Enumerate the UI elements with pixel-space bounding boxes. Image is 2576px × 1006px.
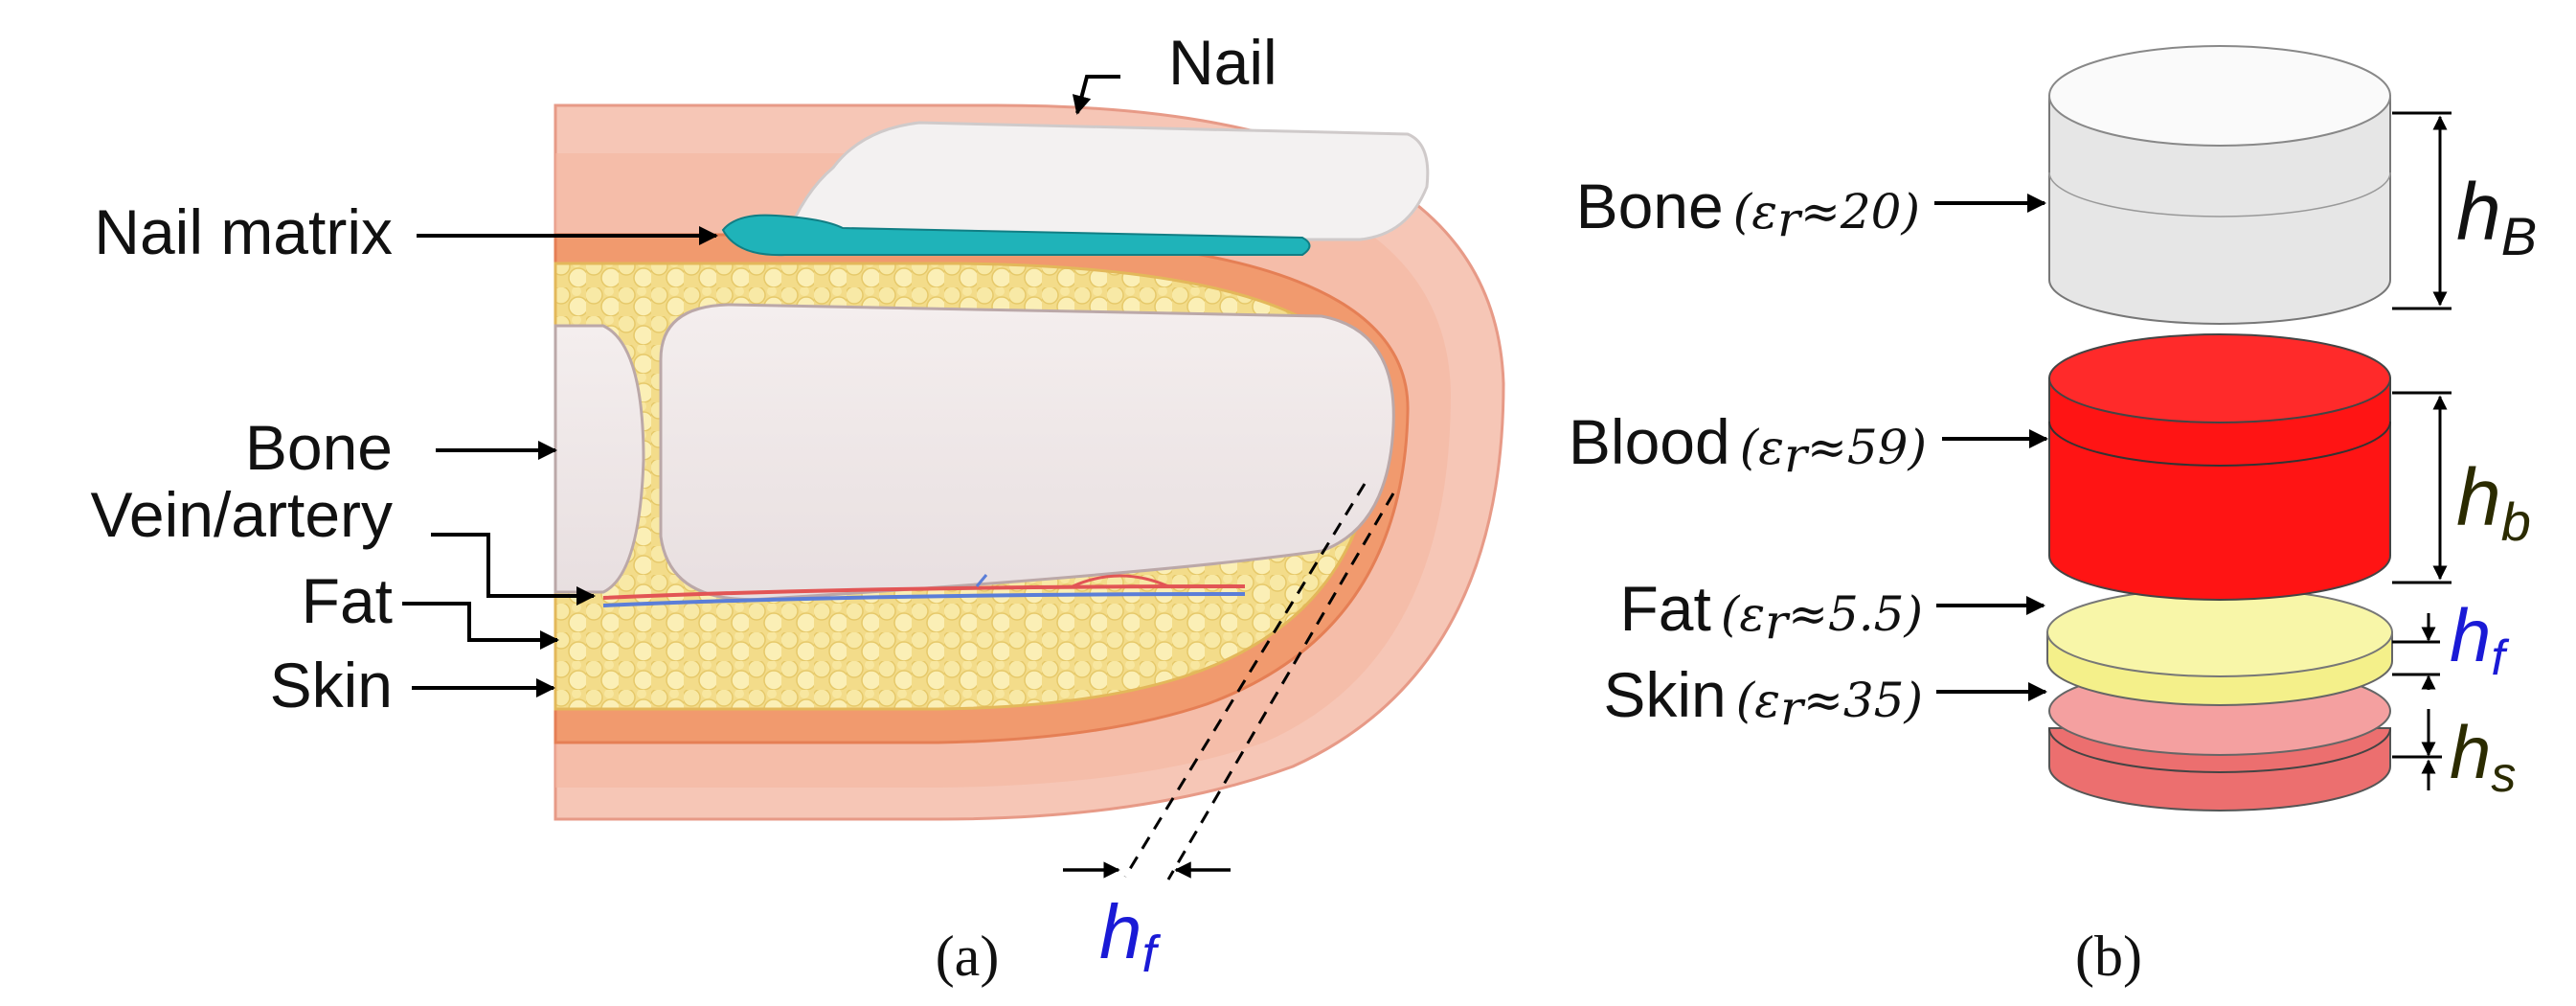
- label-nail-matrix: Nail matrix: [94, 196, 393, 267]
- caption-a: (a): [936, 925, 1000, 988]
- label-hs: hs: [2450, 710, 2516, 803]
- label-fat: Fat: [302, 565, 393, 636]
- label-hB: hB: [2456, 167, 2537, 266]
- layer-label-fat: Fat(εr≈5.5): [1619, 573, 1923, 650]
- vein-artery-arrow: [431, 533, 596, 606]
- label-bone: Bone: [245, 412, 393, 483]
- layer-label-skin: Skin(εr≈35): [1603, 659, 1923, 736]
- caption-b: (b): [2075, 925, 2142, 988]
- panel-a-arrows: [402, 75, 1120, 697]
- blood-cylinder: [2048, 333, 2391, 601]
- nail-arrow: [1072, 75, 1120, 115]
- distal-phalanx: [659, 303, 1395, 602]
- fat-cylinder: [2046, 587, 2393, 706]
- bone-cylinder: [2048, 45, 2391, 325]
- panel-b-arrows: [1934, 194, 2048, 701]
- nail-matrix-shape: [721, 214, 1311, 257]
- layer-stack: [2046, 45, 2393, 812]
- middle-phalanx: [554, 324, 645, 594]
- fat-arrow: [402, 602, 559, 650]
- label-skin: Skin: [270, 650, 393, 720]
- nail-plate: [782, 121, 1430, 241]
- finger-illustration: [554, 103, 1505, 880]
- dimension-lines: [2392, 111, 2452, 790]
- label-nail: Nail: [1168, 27, 1277, 98]
- label-hf-a: hf: [1099, 889, 1162, 983]
- layer-label-bone: Bone(εr≈20): [1576, 171, 1920, 247]
- label-hb: hb: [2456, 452, 2531, 552]
- layer-label-blood: Blood(εr≈59): [1569, 406, 1927, 483]
- vessels: [602, 574, 1246, 607]
- label-vein-artery: Vein/artery: [91, 479, 394, 550]
- label-hf-b: hf: [2450, 593, 2509, 686]
